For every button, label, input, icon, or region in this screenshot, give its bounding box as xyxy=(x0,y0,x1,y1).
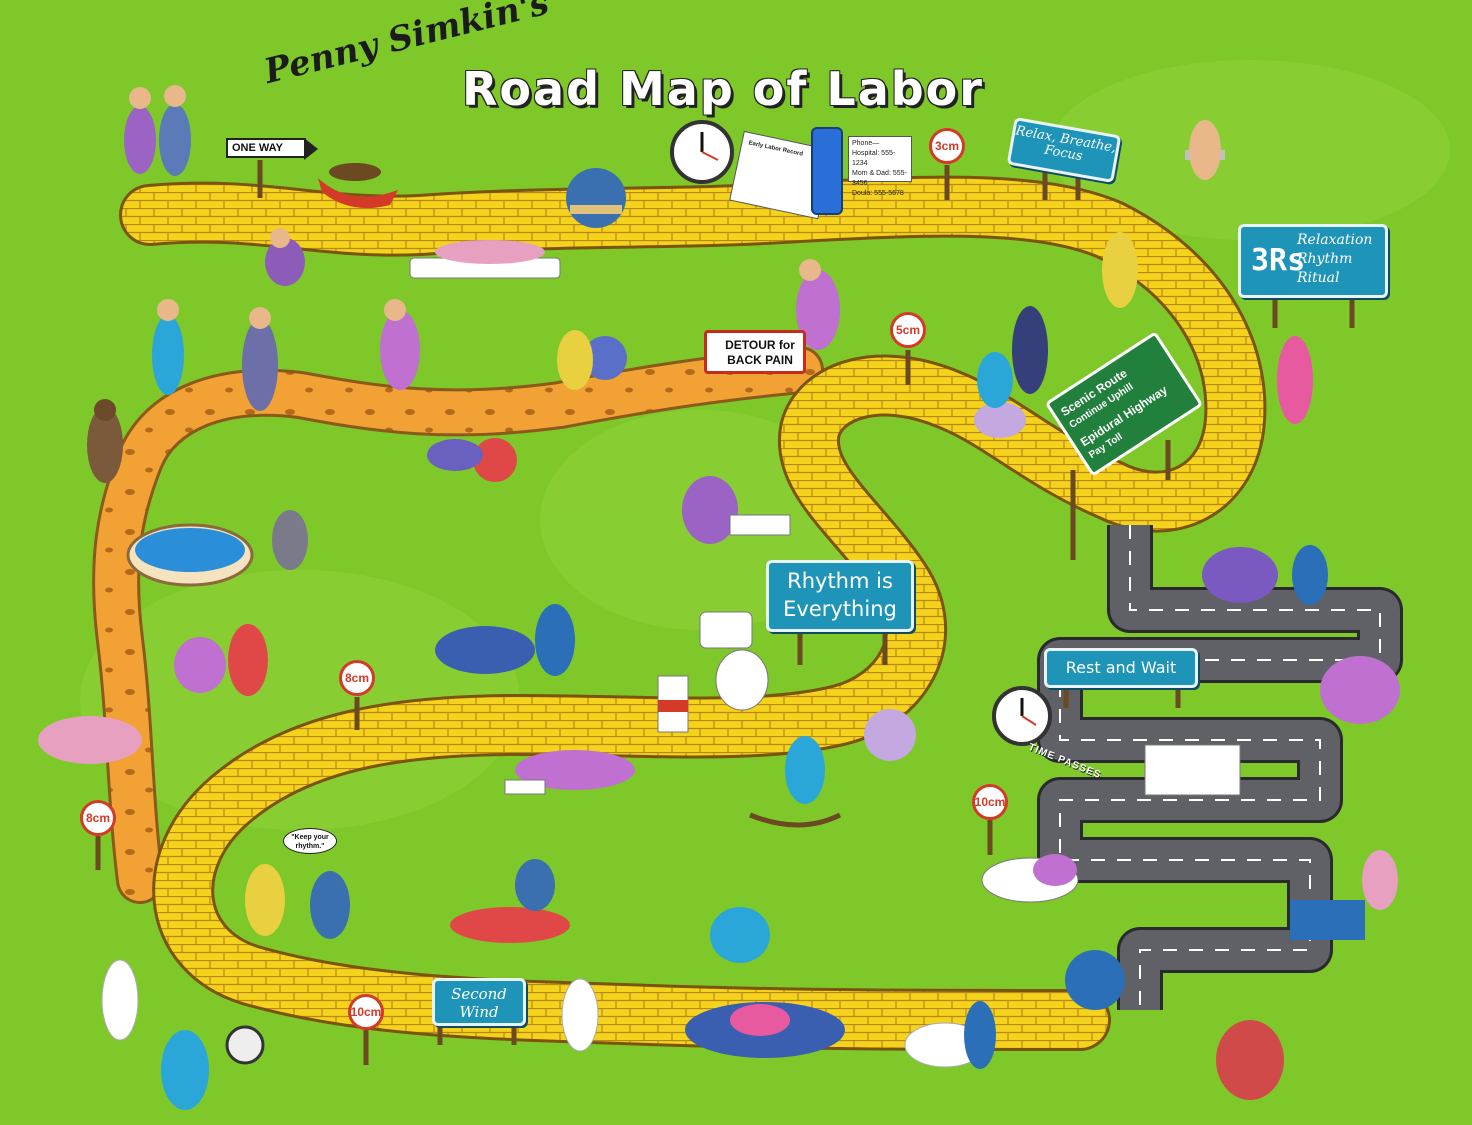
dilation-marker-8cm: 8cm xyxy=(339,660,375,696)
rhythm-sign: Rhythm is Everything xyxy=(766,560,914,632)
dilation-marker-5cm: 5cm xyxy=(890,312,926,348)
clock-icon xyxy=(670,120,734,184)
dilation-marker-8cm: 8cm xyxy=(80,800,116,836)
phone-card-line: Hospital: 555-1234 xyxy=(852,150,896,167)
speech-bubble: "Keep your rhythm." xyxy=(283,828,337,854)
detour-sign: DETOUR for BACK PAIN xyxy=(704,330,806,374)
page-title: Road Map of Labor xyxy=(462,62,984,116)
three-rs-label: 3Rs xyxy=(1251,243,1306,278)
second-wind-sign: Second Wind xyxy=(432,978,526,1026)
three-rs-line: Rhythm xyxy=(1297,251,1353,267)
one-way-sign: ONE WAY xyxy=(226,138,318,160)
dilation-marker-3cm: 3cm xyxy=(929,128,965,164)
dilation-marker-10cm: 10cm xyxy=(972,784,1008,820)
phone-card: Phone— Hospital: 555-1234 Mom & Dad: 555… xyxy=(848,136,912,197)
three-rs-line: Ritual xyxy=(1297,270,1340,286)
rest-wait-sign: Rest and Wait xyxy=(1044,648,1198,688)
phone-card-line: Phone— xyxy=(852,140,880,147)
dilation-marker-10cm: 10cm xyxy=(348,994,384,1030)
phone-card-line: Doula: 555-5678 xyxy=(852,190,904,197)
people-figures xyxy=(38,85,1400,1110)
phone-card-line: Mom & Dad: 555-3456 xyxy=(852,170,907,187)
three-rs-sign: 3Rs Relaxation Rhythm Ritual xyxy=(1238,224,1388,298)
three-rs-line: Relaxation xyxy=(1297,232,1373,248)
